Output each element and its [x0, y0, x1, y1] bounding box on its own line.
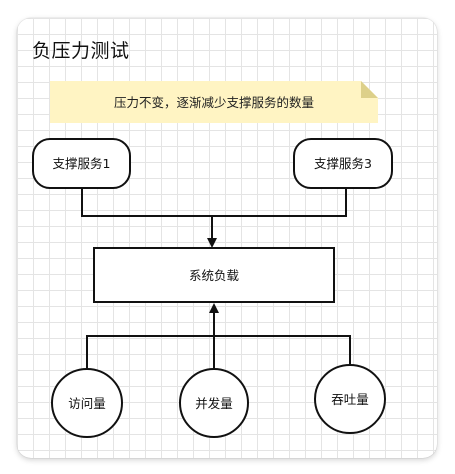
top-connectors	[81, 188, 347, 248]
support-service-3-label: 支撑服务3	[314, 156, 372, 171]
note-shape[interactable]: 压力不变，逐渐减少支撑服务的数量	[50, 81, 378, 123]
diagram-title: 负压力测试	[32, 40, 130, 62]
diagram-canvas: 负压力测试 压力不变，逐渐减少支撑服务的数量 支撑服务1 支撑服务3	[17, 18, 437, 458]
merge-line-top	[81, 188, 347, 217]
bottom-connectors	[86, 303, 351, 368]
note-fold	[361, 81, 378, 98]
support-service-1-label: 支撑服务1	[53, 156, 111, 171]
diagram-svg: 压力不变，逐渐减少支撑服务的数量 支撑服务1 支撑服务3 系统负载	[32, 81, 393, 438]
throughput-node[interactable]: 吞吐量	[314, 364, 386, 434]
merge-line-bottom	[86, 335, 351, 368]
support-service-3-node[interactable]: 支撑服务3	[293, 138, 393, 189]
system-load-label: 系统负载	[189, 268, 240, 283]
concurrency-node[interactable]: 并发量	[179, 368, 249, 438]
concurrency-label: 并发量	[195, 396, 233, 411]
visits-node[interactable]: 访问量	[51, 368, 123, 438]
support-service-1-node[interactable]: 支撑服务1	[32, 138, 131, 189]
note-text: 压力不变，逐渐减少支撑服务的数量	[114, 95, 314, 110]
visits-label: 访问量	[68, 396, 106, 411]
throughput-label: 吞吐量	[331, 392, 369, 407]
system-load-node[interactable]: 系统负载	[93, 247, 335, 303]
